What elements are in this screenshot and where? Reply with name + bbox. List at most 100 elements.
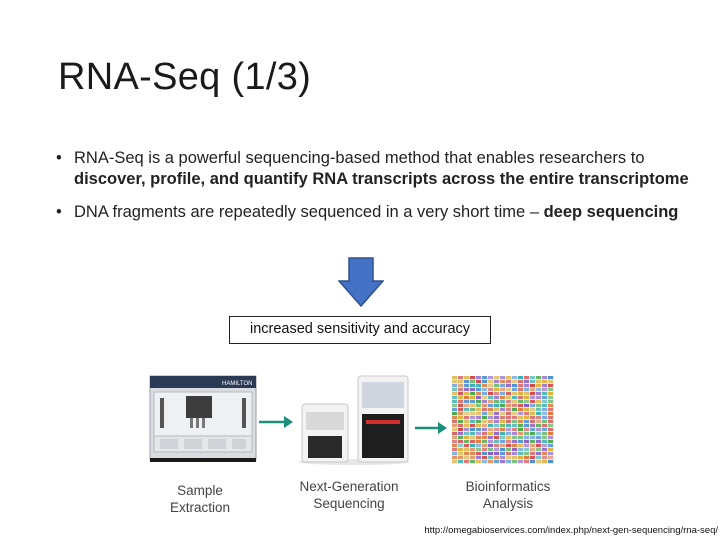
sequence-cell (518, 408, 523, 411)
sequence-cell (494, 440, 499, 443)
sequence-cell (452, 388, 457, 391)
sequence-cell (464, 404, 469, 407)
sequence-cell (470, 420, 475, 423)
sequence-cell (518, 404, 523, 407)
sequence-cell (470, 448, 475, 451)
bullet-list: • RNA-Seq is a powerful sequencing-based… (56, 148, 696, 235)
sequence-cell (452, 400, 457, 403)
sequence-cell (452, 384, 457, 387)
sequence-cell (494, 436, 499, 439)
sequence-cell (482, 404, 487, 407)
sequence-cell (542, 404, 547, 407)
sequence-cell (506, 428, 511, 431)
sequence-cell (548, 448, 553, 451)
sequence-cell (470, 432, 475, 435)
sequence-cell (548, 436, 553, 439)
sequence-cell (500, 392, 505, 395)
sequence-cell (470, 396, 475, 399)
sequence-cell (518, 412, 523, 415)
sequence-cell (488, 428, 493, 431)
sequence-cell (458, 452, 463, 455)
sequence-cell (512, 420, 517, 423)
stage-label-line: Analysis (482, 496, 534, 511)
sequence-cell (464, 436, 469, 439)
sequence-cell (548, 456, 553, 459)
sequence-cell (512, 460, 517, 463)
sequence-cell (530, 448, 535, 451)
bullet-text: RNA-Seq is a powerful sequencing-based m… (74, 149, 645, 167)
sequence-cell (512, 416, 517, 419)
sequence-cell (512, 396, 517, 399)
sequence-cell (518, 400, 523, 403)
sequence-cell (452, 440, 457, 443)
sequence-cell (512, 380, 517, 383)
sequence-cell (488, 380, 493, 383)
sequence-cell (452, 416, 457, 419)
sequence-cell (536, 408, 541, 411)
sequence-cell (470, 376, 475, 379)
source-url: http://omegabioservices.com/index.php/ne… (424, 525, 718, 536)
sequence-cell (476, 456, 481, 459)
sequence-cell (536, 460, 541, 463)
sequence-cell (524, 444, 529, 447)
sequence-cell (542, 400, 547, 403)
bullet-text: DNA fragments are repeatedly sequenced i… (74, 203, 544, 221)
sequence-cell (506, 412, 511, 415)
sequence-cell (506, 404, 511, 407)
sequence-cell (476, 388, 481, 391)
sequence-cell (518, 452, 523, 455)
sequence-cell (524, 392, 529, 395)
sequence-cell (500, 420, 505, 423)
sequence-cell (458, 448, 463, 451)
sequence-cell (482, 420, 487, 423)
sequence-cell (458, 424, 463, 427)
sequence-cell (488, 424, 493, 427)
sequence-cell (494, 460, 499, 463)
sequence-cell (548, 440, 553, 443)
sequence-cell (494, 412, 499, 415)
sequence-cell (506, 432, 511, 435)
sequence-cell (482, 388, 487, 391)
sequence-cell (542, 388, 547, 391)
sequence-cell (524, 432, 529, 435)
sequence-cell (500, 452, 505, 455)
sequence-cell (494, 420, 499, 423)
sequence-cell (542, 408, 547, 411)
sequence-cell (482, 460, 487, 463)
bullet-item: • DNA fragments are repeatedly sequenced… (56, 202, 696, 223)
sequence-cell (512, 408, 517, 411)
sequence-cell (470, 440, 475, 443)
sequence-cell (542, 416, 547, 419)
sequence-cell (494, 408, 499, 411)
sequence-cell (488, 456, 493, 459)
sequence-cell (506, 420, 511, 423)
sequence-cell (524, 380, 529, 383)
sequence-cell (542, 396, 547, 399)
sequence-cell (494, 452, 499, 455)
stage-label-line: Next-Generation (299, 479, 399, 494)
sequence-cell (524, 376, 529, 379)
sequence-cell (530, 460, 535, 463)
sequence-cell (530, 420, 535, 423)
sequence-cell (518, 392, 523, 395)
sequence-cell (548, 404, 553, 407)
sequence-cell (464, 444, 469, 447)
sequence-cell (518, 376, 523, 379)
sequence-cell (452, 424, 457, 427)
sequence-cell (470, 436, 475, 439)
sequence-cell (458, 428, 463, 431)
sequence-cell (548, 416, 553, 419)
sequence-cell (464, 416, 469, 419)
sequence-cell (506, 388, 511, 391)
sequence-cell (452, 396, 457, 399)
sequence-cell (500, 408, 505, 411)
sequence-cell (536, 448, 541, 451)
sequence-cell (464, 412, 469, 415)
sequence-cell (458, 388, 463, 391)
sequence-cell (542, 428, 547, 431)
sequence-cell (500, 460, 505, 463)
sequence-cell (452, 404, 457, 407)
bullet-emphasis: deep sequencing (543, 203, 679, 221)
sequence-cell (518, 388, 523, 391)
machine-brand-text: HAMILTON (222, 381, 252, 387)
